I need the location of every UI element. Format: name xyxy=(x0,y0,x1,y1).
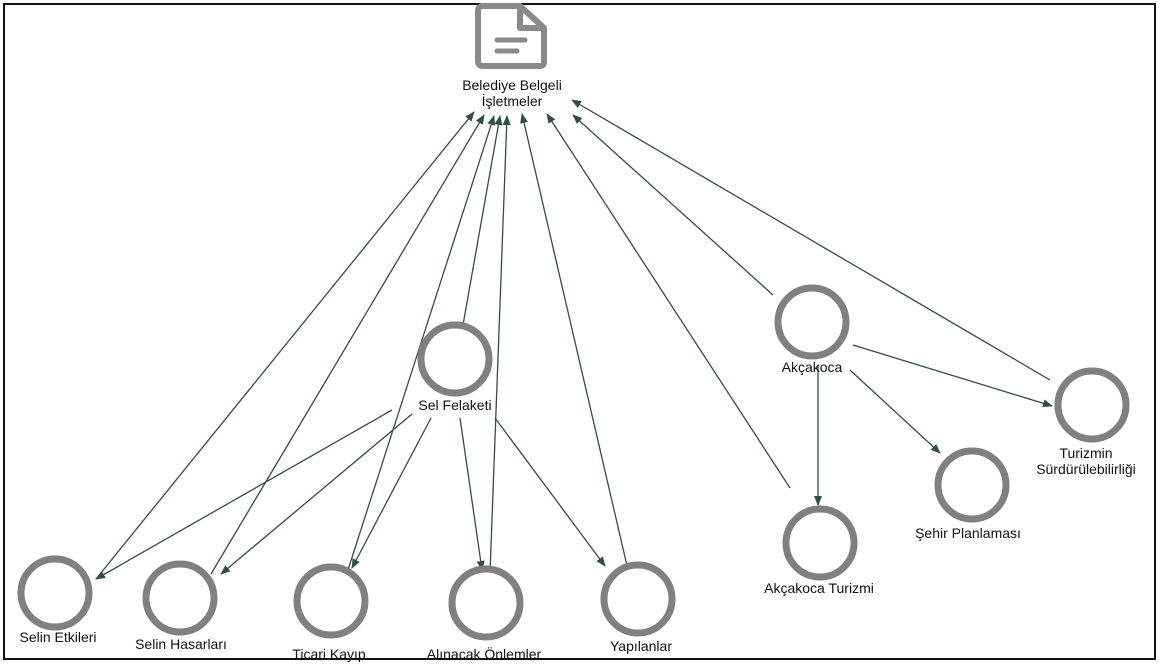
node-yapilanlar[interactable]: Yapılanlar xyxy=(600,561,676,654)
node-label: Selin Etkileri xyxy=(19,629,96,645)
node-label: Akçakoca xyxy=(782,359,843,375)
node-circle xyxy=(293,563,369,639)
document-icon xyxy=(475,3,547,69)
edge-turizmin-to-belediye xyxy=(571,99,1051,381)
node-sehir[interactable]: Şehir Planlaması xyxy=(915,447,1021,541)
node-circle xyxy=(934,447,1010,523)
edge-selin_has-to-belediye xyxy=(210,114,485,575)
node-label: Ticari Kayıp xyxy=(292,646,366,662)
node-label: Yapılanlar xyxy=(610,638,672,654)
node-selin_has[interactable]: Selin Hasarları xyxy=(135,560,227,652)
node-label: Selin Hasarları xyxy=(135,636,227,652)
node-circle xyxy=(1054,367,1130,443)
edge-sel-to-selin_etk xyxy=(95,409,393,580)
node-circle xyxy=(417,321,493,397)
edge-akturizm-to-belediye xyxy=(546,113,791,489)
node-akcakoca[interactable]: Akçakoca xyxy=(774,284,850,375)
node-circle xyxy=(448,565,524,641)
edge-selin_etk-to-belediye xyxy=(95,111,475,580)
node-ticari[interactable]: Ticari Kayıp xyxy=(292,563,369,662)
node-selin_etk[interactable]: Selin Etkileri xyxy=(17,555,97,645)
edge-sel-to-belediye xyxy=(462,115,503,326)
node-label: Sel Felaketi xyxy=(418,397,491,413)
edge-yapilanlar-to-belediye xyxy=(520,113,629,571)
node-label: Alınacak Önlemler xyxy=(427,645,542,662)
edge-sel-to-selin_has xyxy=(220,413,413,575)
edge-sel-to-alinacak xyxy=(459,417,485,571)
node-circle xyxy=(600,561,676,637)
diagram-frame xyxy=(3,3,1156,660)
node-circle xyxy=(782,505,858,581)
node-alinacak[interactable]: Alınacak Önlemler xyxy=(427,565,542,662)
node-label: Şehir Planlaması xyxy=(915,525,1021,541)
node-akturizm[interactable]: Akçakoca Turizmi xyxy=(764,505,874,596)
edge-sel-to-yapilanlar xyxy=(494,417,606,567)
edge-akcakoca-to-sehir xyxy=(849,369,941,454)
edge-akcakoca-to-turizmin xyxy=(852,344,1053,408)
node-label: Belediye Belgeli xyxy=(462,77,562,93)
node-sel[interactable]: Sel Felaketi xyxy=(417,321,493,413)
edge-alinacak-to-belediye xyxy=(489,115,511,574)
node-circle xyxy=(774,284,850,360)
node-circle xyxy=(17,555,93,631)
node-label: Turizmin xyxy=(1059,445,1112,461)
node-label-line2: İşletmeler xyxy=(482,92,543,109)
node-label-line2: Sürdürülebilirliği xyxy=(1036,461,1136,477)
node-circle xyxy=(142,560,218,636)
edge-sel-to-ticari xyxy=(351,417,432,569)
node-label: Akçakoca Turizmi xyxy=(764,580,874,596)
edge-akcakoca-to-belediye xyxy=(572,114,774,296)
